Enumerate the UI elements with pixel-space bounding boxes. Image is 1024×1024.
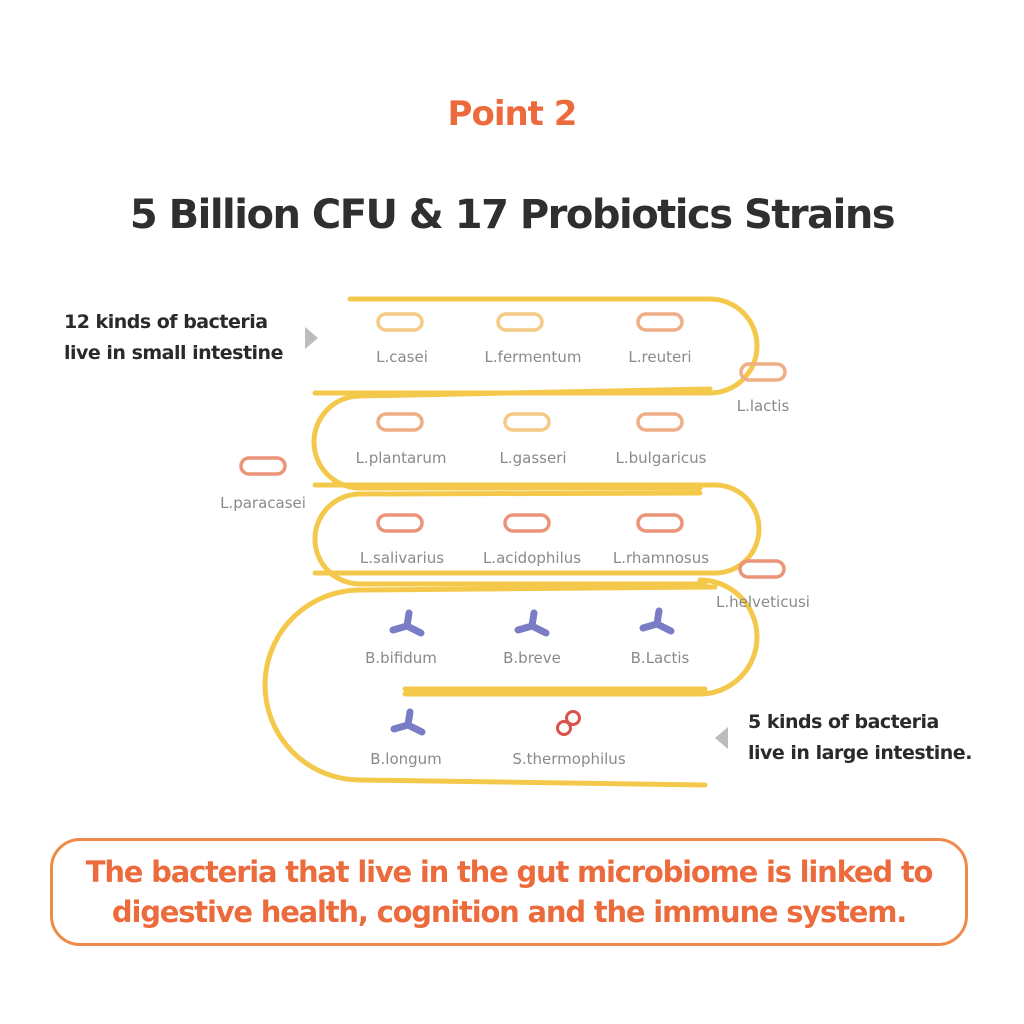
tube-segment-2 [311, 386, 713, 491]
tube-segment-1 [312, 296, 760, 396]
tube-segment-3 [312, 482, 762, 576]
strain-label: L.rhamnosus [613, 549, 709, 567]
pointer-arrows [305, 327, 728, 749]
chain-icon [556, 710, 581, 736]
y-shape-icon [389, 609, 425, 637]
small-intestine-note-line-1: 12 kinds of bacteria [64, 311, 268, 333]
rod-icon [376, 312, 424, 332]
strain-label: L.reuteri [628, 348, 691, 366]
strain-label: L.fermentum [485, 348, 582, 366]
strain-label: L.salivarius [360, 549, 444, 567]
arrow-left-icon [715, 727, 728, 749]
strain-layer: L.casei L.fermentum L.reuteriL.lactisL.pla… [220, 312, 810, 768]
y-shape-icon [639, 607, 675, 635]
rod-icon [376, 513, 424, 533]
callout-box: The bacteria that live in the gut microb… [50, 838, 968, 946]
y-shape-icon [514, 609, 550, 637]
tube-segment-7 [402, 577, 760, 697]
rod-icon [503, 412, 551, 432]
strain-label: B.breve [503, 649, 561, 667]
strain-label: L.paracasei [220, 494, 306, 512]
small-intestine-note-line-2: live in small intestine [64, 342, 283, 364]
small-intestine-note: 12 kinds of bacteria live in small intes… [64, 307, 283, 369]
y-shape-icon [390, 708, 426, 736]
rod-icon [239, 456, 287, 476]
rod-icon [636, 513, 684, 533]
callout-line-2: digestive health, cognition and the immu… [111, 895, 907, 929]
rod-icon [636, 412, 684, 432]
strain-label: L.plantarum [356, 449, 447, 467]
intestine-tube [262, 296, 762, 788]
tube-segment-4 [312, 490, 708, 587]
strain-label: S.thermophilus [512, 750, 625, 768]
rod-icon [496, 312, 544, 332]
rod-icon [636, 312, 684, 332]
strain-label: L.gasseri [499, 449, 566, 467]
strain-label: L.casei [376, 348, 428, 366]
point-label: Point 2 [447, 94, 578, 134]
tube-segment-5 [262, 584, 718, 788]
strain-label: L.helveticusi [716, 593, 810, 611]
callout-line-1: The bacteria that live in the gut microb… [85, 855, 934, 889]
large-intestine-note: 5 kinds of bacteria live in large intest… [748, 707, 972, 769]
rod-icon [376, 412, 424, 432]
large-intestine-note-line-2: live in large intestine. [748, 742, 972, 764]
rod-icon [738, 559, 786, 579]
large-intestine-note-line-1: 5 kinds of bacteria [748, 711, 939, 733]
strain-label: L.bulgaricus [616, 449, 707, 467]
rod-icon [739, 362, 787, 382]
headline: 5 Billion CFU & 17 Probiotics Strains [129, 192, 896, 238]
strain-label: L.acidophilus [483, 549, 581, 567]
arrow-right-icon [305, 327, 318, 349]
strain-label: B.bifidum [365, 649, 437, 667]
rod-icon [503, 513, 551, 533]
strain-label: B.Lactis [631, 649, 690, 667]
strain-label: L.lactis [737, 397, 790, 415]
strain-label: B.longum [370, 750, 442, 768]
